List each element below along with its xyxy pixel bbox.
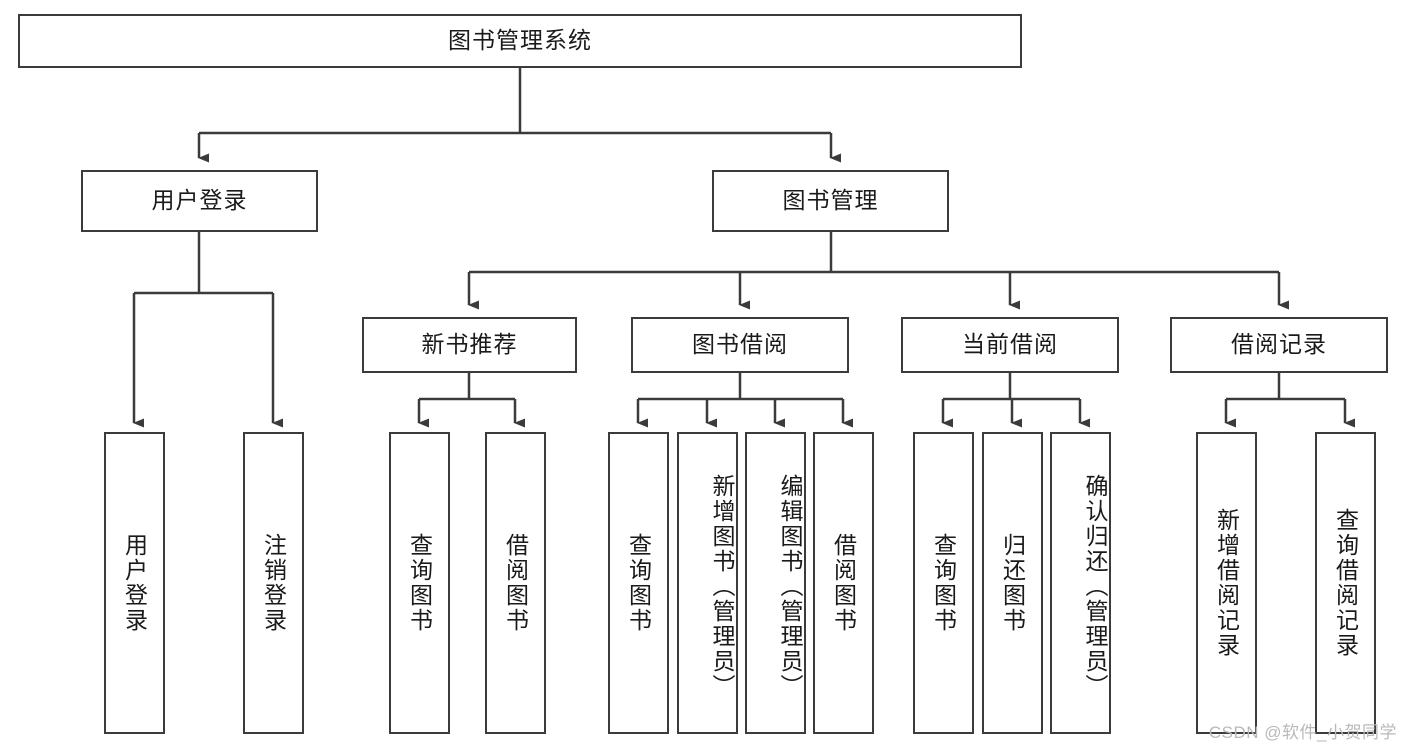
node-root-book-management-system[interactable]: 图书管理系统: [18, 14, 1022, 68]
node-book-borrow[interactable]: 图书借阅: [631, 317, 849, 373]
leaf-query-borrow-record[interactable]: 查询借阅记录: [1315, 432, 1376, 734]
leaf-return-book[interactable]: 归还图书: [982, 432, 1043, 734]
leaf-add-book-admin[interactable]: 新增图书（管理员）: [677, 432, 738, 734]
node-current-borrow[interactable]: 当前借阅: [901, 317, 1119, 373]
leaf-edit-book-admin[interactable]: 编辑图书（管理员）: [745, 432, 806, 734]
leaf-query-book-borrow[interactable]: 查询图书: [608, 432, 669, 734]
leaf-add-borrow-record[interactable]: 新增借阅记录: [1196, 432, 1257, 734]
csdn-watermark: CSDN @软件_小贺同学: [1208, 723, 1397, 742]
leaf-confirm-return-admin[interactable]: 确认归还（管理员）: [1050, 432, 1111, 734]
leaf-borrow-book-recommend[interactable]: 借阅图书: [485, 432, 546, 734]
leaf-user-login[interactable]: 用户登录: [104, 432, 165, 734]
node-new-book-recommend[interactable]: 新书推荐: [362, 317, 577, 373]
leaf-logout-login[interactable]: 注销登录: [243, 432, 304, 734]
leaf-borrow-book[interactable]: 借阅图书: [813, 432, 874, 734]
node-borrow-record[interactable]: 借阅记录: [1170, 317, 1388, 373]
node-book-management[interactable]: 图书管理: [712, 170, 949, 232]
leaf-query-book-current[interactable]: 查询图书: [913, 432, 974, 734]
leaf-query-book-recommend[interactable]: 查询图书: [389, 432, 450, 734]
node-user-login[interactable]: 用户登录: [81, 170, 318, 232]
